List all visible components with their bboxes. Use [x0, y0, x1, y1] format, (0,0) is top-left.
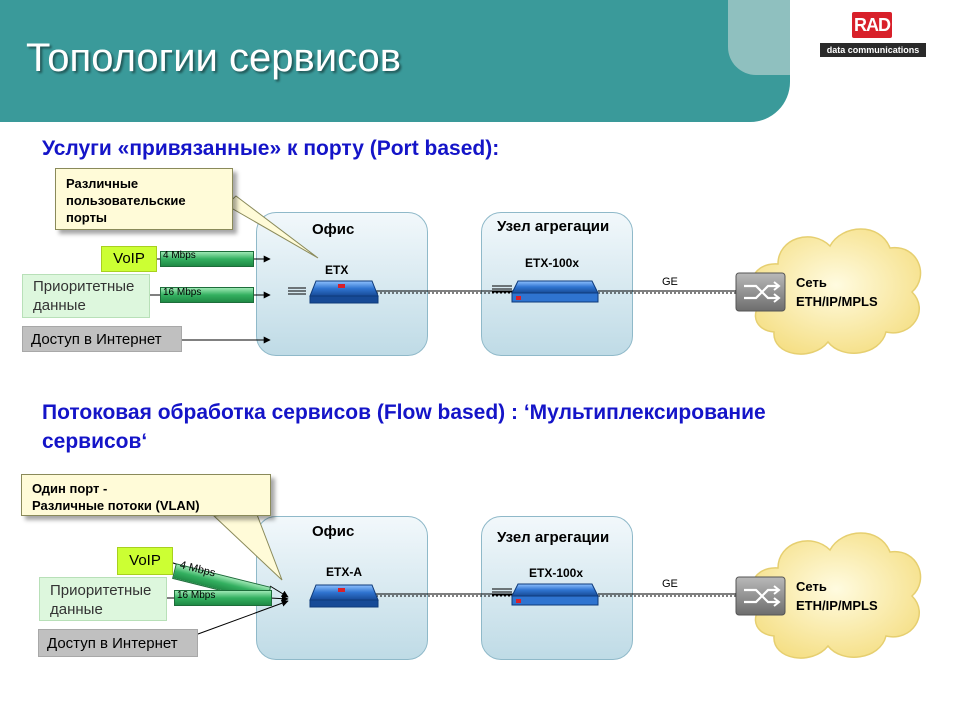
priority-pipe-top: [160, 287, 254, 303]
section-title-port-based: Услуги «привязанные» к порту (Port based…: [42, 137, 500, 160]
office-device-label-bottom: ETX-A: [326, 565, 362, 579]
callout-line: пользовательские: [66, 193, 186, 208]
internet-access-box-bottom: Доступ в Интернет: [38, 629, 198, 657]
priority-data-line: Приоритетные: [50, 582, 152, 599]
logo-mark: RAD: [852, 12, 892, 38]
network-cloud-bottom: [751, 532, 922, 659]
cloud-label-line: Сеть: [796, 579, 827, 594]
aggregation-device-label-bottom: ETX-100x: [529, 566, 584, 580]
callout-line: Один порт -: [32, 481, 108, 496]
etx100x-device-top: [492, 280, 599, 303]
section-title-line: сервисов‘: [42, 430, 148, 453]
office-label-bottom: Офис: [312, 523, 355, 540]
internet-access-box-top: Доступ в Интернет: [22, 326, 182, 352]
header-accent: [728, 0, 790, 75]
switch-icon-top: [735, 272, 786, 312]
voip-box-bottom: VoIP: [117, 547, 173, 575]
page-title: Топологии сервисов: [26, 36, 402, 80]
section-title-flow-based: Потоковая обработка сервисов (Flow based…: [42, 398, 766, 456]
voip-bandwidth-top: 4 Mbps: [163, 250, 196, 261]
callout-line: Различные потоки (VLAN): [32, 498, 200, 513]
priority-bandwidth-top: 16 Mbps: [163, 287, 202, 298]
cloud-label-line: ETH/IP/MPLS: [796, 294, 878, 309]
logo-subtitle: data communications: [820, 43, 926, 57]
office-device-label-top: ETX: [325, 263, 349, 277]
priority-data-line: Приоритетные: [33, 278, 135, 295]
callout-bottom: Один порт - Различные потоки (VLAN): [21, 474, 271, 516]
aggregation-label-top: Узел агрегации: [497, 218, 610, 235]
priority-bandwidth-bottom: 16 Mbps: [177, 590, 216, 601]
header-banner: [0, 0, 790, 122]
rad-logo: RAD data communications: [818, 12, 928, 60]
ge-link-label-top: GE: [662, 276, 678, 288]
priority-data-line: данные: [50, 601, 103, 618]
voip-pipe-top: [160, 251, 254, 267]
priority-pipe-bottom: [174, 590, 272, 606]
etx-a-device-bottom: [309, 584, 379, 608]
priority-data-box-bottom: Приоритетные данные: [39, 577, 167, 621]
callout-line: Различные: [66, 176, 139, 191]
switch-icon-bottom: [735, 576, 786, 616]
etx100x-device-bottom: [492, 583, 599, 606]
section-title-line: Потоковая обработка сервисов (Flow based…: [42, 401, 766, 424]
aggregation-label-bottom: Узел агрегации: [497, 529, 610, 546]
callout-line: порты: [66, 210, 108, 225]
callout-top: Различные пользовательские порты: [55, 168, 233, 230]
ge-link-label-bottom: GE: [662, 578, 678, 590]
cloud-label-line: ETH/IP/MPLS: [796, 598, 878, 613]
cloud-label-bottom: Сеть ETH/IP/MPLS: [796, 577, 878, 615]
priority-data-line: данные: [33, 297, 86, 314]
cloud-label-line: Сеть: [796, 275, 827, 290]
network-cloud-top: [751, 228, 922, 355]
callout-pointer-top: [225, 195, 319, 259]
voip-box-top: VoIP: [101, 246, 157, 272]
priority-data-box-top: Приоритетные данные: [22, 274, 150, 318]
etx-device-top: [288, 280, 379, 304]
office-label-top: Офис: [312, 221, 355, 238]
aggregation-device-label-top: ETX-100x: [525, 256, 580, 270]
cloud-label-top: Сеть ETH/IP/MPLS: [796, 273, 878, 311]
callout-pointer-bottom: [212, 511, 283, 581]
